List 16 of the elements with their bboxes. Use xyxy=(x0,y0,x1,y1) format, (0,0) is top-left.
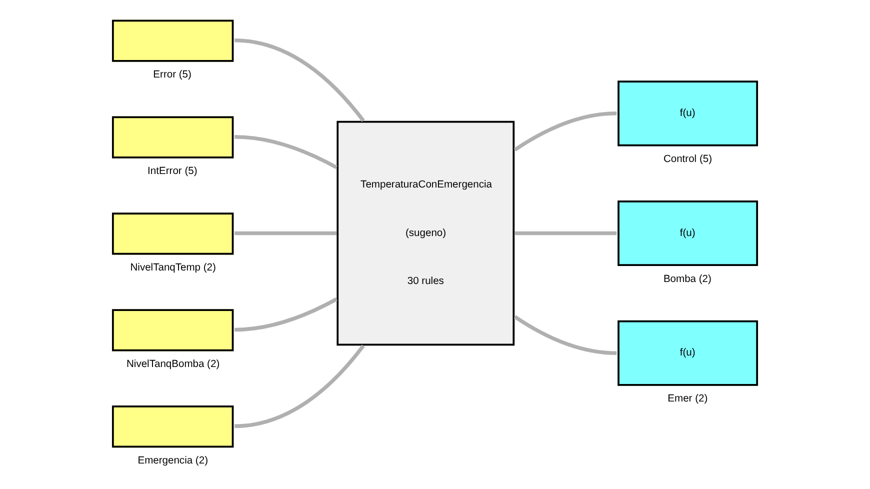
connector xyxy=(514,112,617,152)
connector xyxy=(514,231,617,236)
connector xyxy=(234,231,336,236)
node-label: Control (5) xyxy=(663,154,712,165)
node-label: NivelTanqBomba (2) xyxy=(126,358,220,370)
node-label: NivelTanqTemp (2) xyxy=(130,262,216,274)
connector xyxy=(234,344,365,428)
connector xyxy=(234,297,338,332)
node-label: Bomba (2) xyxy=(663,274,712,285)
connector xyxy=(234,134,338,170)
node-label: Emergencia (2) xyxy=(138,455,208,466)
node-label: Emer (2) xyxy=(668,394,708,405)
node-label: IntError (5) xyxy=(148,166,198,178)
connector xyxy=(234,38,365,122)
connector xyxy=(514,315,617,355)
node-label: Error (5) xyxy=(153,70,192,81)
